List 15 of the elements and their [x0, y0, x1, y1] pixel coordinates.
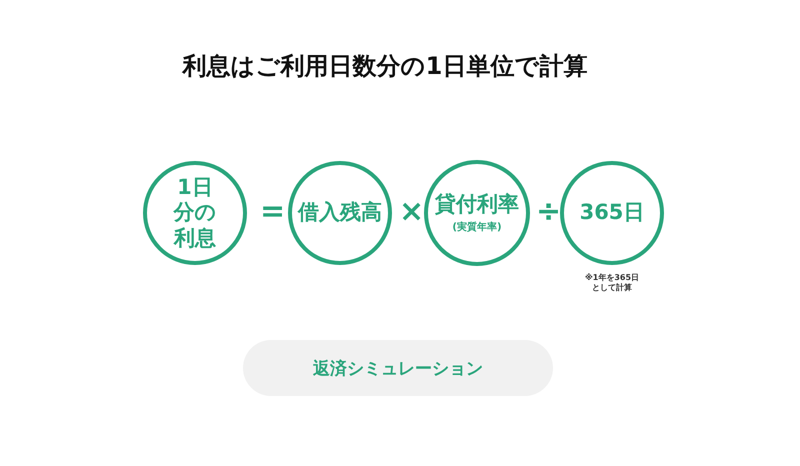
- operator-sign: =: [260, 197, 286, 227]
- title: 利息はご利用日数分の1日単位で計算: [180, 51, 588, 82]
- operator-sign: ÷: [536, 197, 562, 227]
- term-text: 貸付利率: [435, 192, 519, 218]
- term-text: 借入残高: [298, 200, 382, 226]
- formula-circle: [143, 161, 247, 265]
- formula-circle: [560, 161, 664, 265]
- simulation-button: 返済シミュレーション: [243, 340, 553, 396]
- operator-sign: ×: [399, 197, 424, 227]
- term-note: (実質年率): [452, 220, 502, 234]
- formula-circle: [424, 160, 530, 266]
- term-text: 365日: [580, 200, 644, 226]
- term-text: 1日分の利息: [172, 175, 218, 251]
- formula-circle: [288, 161, 392, 265]
- footnote: ※1年を365日として計算: [584, 273, 640, 294]
